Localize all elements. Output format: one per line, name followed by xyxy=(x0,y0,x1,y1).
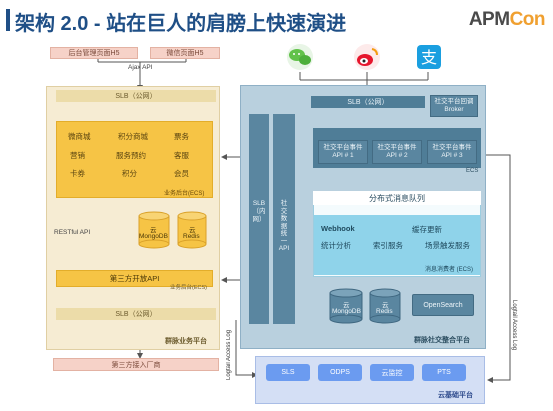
broker-box: 社交平台回调 Broker xyxy=(430,95,478,117)
ecs-label: 业务后台(ECS) xyxy=(164,191,205,197)
third-party-vendor-box: 第三方接入厂商 xyxy=(53,358,219,371)
redis-cylinder-left xyxy=(177,211,207,249)
alipay-icon: 支 xyxy=(417,45,441,69)
broker-line-2: Broker xyxy=(444,106,464,113)
cloud-item-sls: SLS xyxy=(266,364,310,381)
service-item: 会员 xyxy=(174,169,189,178)
ajax-api-label: Ajax API xyxy=(128,64,153,71)
mq-item-stats: 统计分析 xyxy=(321,241,351,250)
service-item: 客服 xyxy=(174,151,189,160)
business-backend-ecs xyxy=(56,121,213,198)
cloud-base-label: 云基础平台 xyxy=(438,392,473,399)
api-char: 数 xyxy=(280,215,288,222)
service-item: 卡券 xyxy=(70,169,85,178)
logtail-left-label: Logtail Access Log xyxy=(226,329,232,380)
mq-consumer-area xyxy=(314,215,480,275)
opensearch-box: OpenSearch xyxy=(412,294,474,316)
mongodb-cylinder-left xyxy=(138,211,170,249)
redis-cloud-label: 云 xyxy=(189,227,196,234)
slb-internal-column xyxy=(249,114,269,324)
logtail-right-label: Logtail Access Log xyxy=(511,300,517,351)
redis-cloud-label-right: 云 xyxy=(382,302,389,309)
event-api-2: 社交平台事件 API # 2 xyxy=(372,140,422,164)
third-party-open-api: 第三方开放API xyxy=(56,270,213,287)
event-api-3-line-1: 社交平台事件 xyxy=(432,144,472,151)
service-item: 票务 xyxy=(174,132,189,141)
slb-internal-line: （内 xyxy=(252,208,266,215)
business-platform-label: 群脉业务平台 xyxy=(165,338,207,345)
backend-h5-box: 后台管理页面H5 xyxy=(50,47,138,59)
event-api-3-line-2: API # 3 xyxy=(441,152,463,159)
service-item: 服务预约 xyxy=(116,151,146,160)
api-char: 一 xyxy=(280,237,288,245)
title-accent-bar xyxy=(6,9,10,31)
api-char: 统 xyxy=(280,230,288,237)
open-api-label: 第三方开放API xyxy=(109,274,160,283)
mongodb-cloud-label: 云 xyxy=(150,227,157,234)
brand-main: APM xyxy=(468,9,510,30)
mq-item-index: 索引服务 xyxy=(373,241,403,250)
api-char: API xyxy=(278,245,290,252)
wechat-icon xyxy=(287,44,313,70)
cloud-item-odps: ODPS xyxy=(318,364,362,381)
social-unified-api-column xyxy=(273,114,295,324)
service-item: 营销 xyxy=(70,151,85,160)
mq-consumer-label: 消息消费者 (ECS) xyxy=(425,267,474,273)
brand-logo: APMCon xyxy=(468,9,546,31)
cloud-item-monitor: 云监控 xyxy=(370,364,414,381)
wechat-h5-box: 微信页面H5 xyxy=(150,47,220,59)
mq-item-trigger: 场景触发服务 xyxy=(425,241,470,250)
weibo-icon xyxy=(354,44,380,70)
event-api-1-line-1: 社交平台事件 xyxy=(323,144,363,151)
mongodb-cloud-label-right: 云 xyxy=(343,302,350,309)
event-api-2-line-2: API # 2 xyxy=(386,152,408,159)
mq-title: 分布式消息队列 xyxy=(313,191,481,205)
event-api-2-line-1: 社交平台事件 xyxy=(377,144,417,151)
mongodb-label: MongoDB xyxy=(139,233,168,240)
mongodb-label-right: MongoDB xyxy=(332,308,361,315)
redis-cylinder-right xyxy=(369,288,401,324)
service-item: 微商城 xyxy=(68,132,91,141)
slb-public-bottom: SLB（公网） xyxy=(56,308,216,320)
cloud-item-pts: PTS xyxy=(422,364,466,381)
service-item: 积分商城 xyxy=(118,132,148,141)
svg-text:支: 支 xyxy=(421,48,437,67)
slb-internal-label: SLB （内 网） xyxy=(249,200,269,224)
api-char: 据 xyxy=(280,222,288,230)
broker-line-1: 社交平台回调 xyxy=(434,98,474,105)
event-api-3: 社交平台事件 API # 3 xyxy=(427,140,477,164)
restful-api-label: RESTful API xyxy=(54,229,91,236)
api-char: 交 xyxy=(280,207,288,215)
event-api-1: 社交平台事件 API # 1 xyxy=(318,140,368,164)
brand-suffix: Con xyxy=(509,9,546,30)
slb-internal-line: 网） xyxy=(252,216,266,223)
event-api-1-line-2: API # 1 xyxy=(332,152,354,159)
redis-label-right: Redis xyxy=(376,308,393,315)
open-api-ecs-label: 业务后台(ECS) xyxy=(170,285,207,291)
redis-label: Redis xyxy=(183,233,200,240)
mongodb-cylinder-right xyxy=(329,288,363,324)
slb-public-right: SLB（公网） xyxy=(311,96,425,108)
ecs-label-right: ECS xyxy=(466,168,479,174)
page-title: 架构 2.0 - 站在巨人的肩膀上快速演进 xyxy=(15,13,347,35)
social-unified-api-label: 社 交 数 据 统 一 API xyxy=(273,200,295,253)
service-item: 积分 xyxy=(122,169,137,178)
mq-item-webhook: Webhook xyxy=(321,224,355,233)
api-char: 社 xyxy=(280,200,288,207)
social-platform-label: 群脉社交整合平台 xyxy=(414,337,470,344)
slb-public-top: SLB（公网） xyxy=(56,90,216,102)
slb-internal-line: SLB xyxy=(252,200,266,207)
mq-item-cache: 缓存更新 xyxy=(412,225,442,234)
